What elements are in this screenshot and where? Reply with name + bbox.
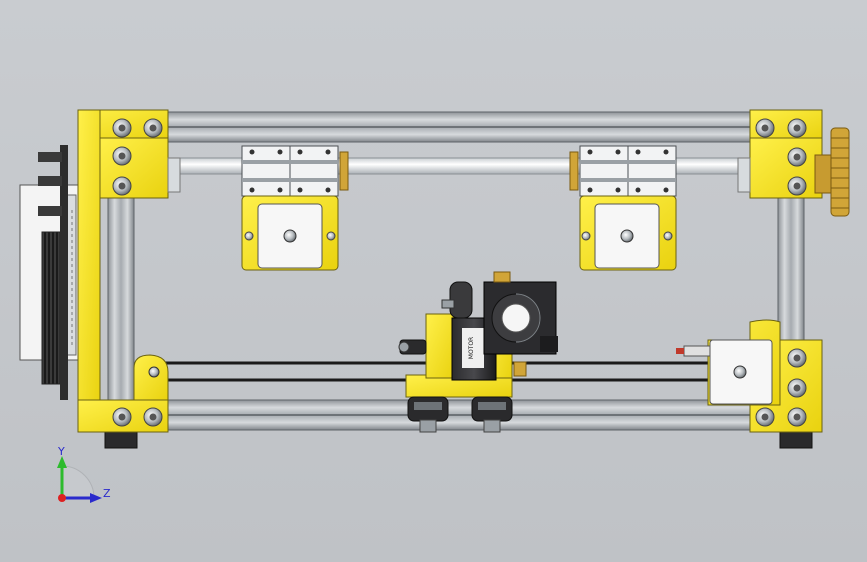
bearing-carriage-left[interactable] <box>241 145 339 271</box>
idler-bracket-left <box>133 354 169 401</box>
standoff <box>38 176 62 186</box>
extruder-housing <box>425 313 455 379</box>
axis-triad: Y Z <box>57 445 111 503</box>
blower-fan-center <box>501 303 531 333</box>
belt-motor-right[interactable] <box>676 319 781 406</box>
print-carriage[interactable]: MOTOR <box>398 271 558 433</box>
bearing-carriage-right[interactable] <box>579 145 677 271</box>
z-axis-arrowhead <box>90 493 102 503</box>
hotend-brass <box>493 271 511 283</box>
bolt <box>787 118 807 138</box>
bolt <box>787 378 807 398</box>
bracket-bolts <box>112 118 807 427</box>
nozzle <box>513 361 527 377</box>
bolt <box>787 348 807 368</box>
bolt <box>581 231 591 241</box>
idler-pulley <box>148 366 160 378</box>
frame-feet <box>104 429 813 449</box>
endstop-wire <box>676 348 684 354</box>
filament-roller-shaft <box>441 299 455 309</box>
bolt <box>112 407 132 427</box>
brass-nut <box>339 151 349 191</box>
bolt <box>244 231 254 241</box>
corner-bracket-top-left[interactable] <box>77 109 169 423</box>
x-axis-dot <box>58 494 66 502</box>
standoff <box>38 152 62 162</box>
foot <box>104 429 138 449</box>
bolt <box>112 176 132 196</box>
rod-coupler <box>167 157 181 193</box>
motor-label-text: MOTOR <box>468 337 475 359</box>
z-axis-label: Z <box>103 487 111 500</box>
bolt <box>143 407 163 427</box>
carriage-wheel <box>407 396 449 433</box>
bolt <box>326 231 336 241</box>
motor-shaft <box>620 229 634 243</box>
motor-shaft <box>733 365 747 379</box>
rod-coupler <box>737 157 751 193</box>
fan-duct <box>540 336 558 352</box>
hand-wheel-gear[interactable] <box>814 127 850 217</box>
brass-nut <box>569 151 579 191</box>
standoff <box>38 206 62 216</box>
triad-quadrant <box>61 465 95 499</box>
bolt <box>112 118 132 138</box>
y-axis-label: Y <box>57 445 65 458</box>
motor-shaft <box>283 229 297 243</box>
bolt <box>787 407 807 427</box>
bolt <box>143 118 163 138</box>
y-axis-arrowhead <box>57 456 67 468</box>
board-edge-mount <box>60 145 68 400</box>
corner-bracket-top-right[interactable] <box>749 109 823 199</box>
bolt <box>663 231 673 241</box>
bolt <box>787 147 807 167</box>
carriage-wheel <box>471 396 513 433</box>
bolt <box>755 118 775 138</box>
bolt <box>112 146 132 166</box>
motor-label <box>462 328 484 368</box>
bolt <box>787 176 807 196</box>
foot <box>779 429 813 449</box>
endstop-switch <box>683 345 711 357</box>
filament-knob-cap <box>398 341 410 353</box>
heatsink <box>41 231 61 385</box>
left-side-plate <box>77 109 101 423</box>
bolt <box>755 407 775 427</box>
